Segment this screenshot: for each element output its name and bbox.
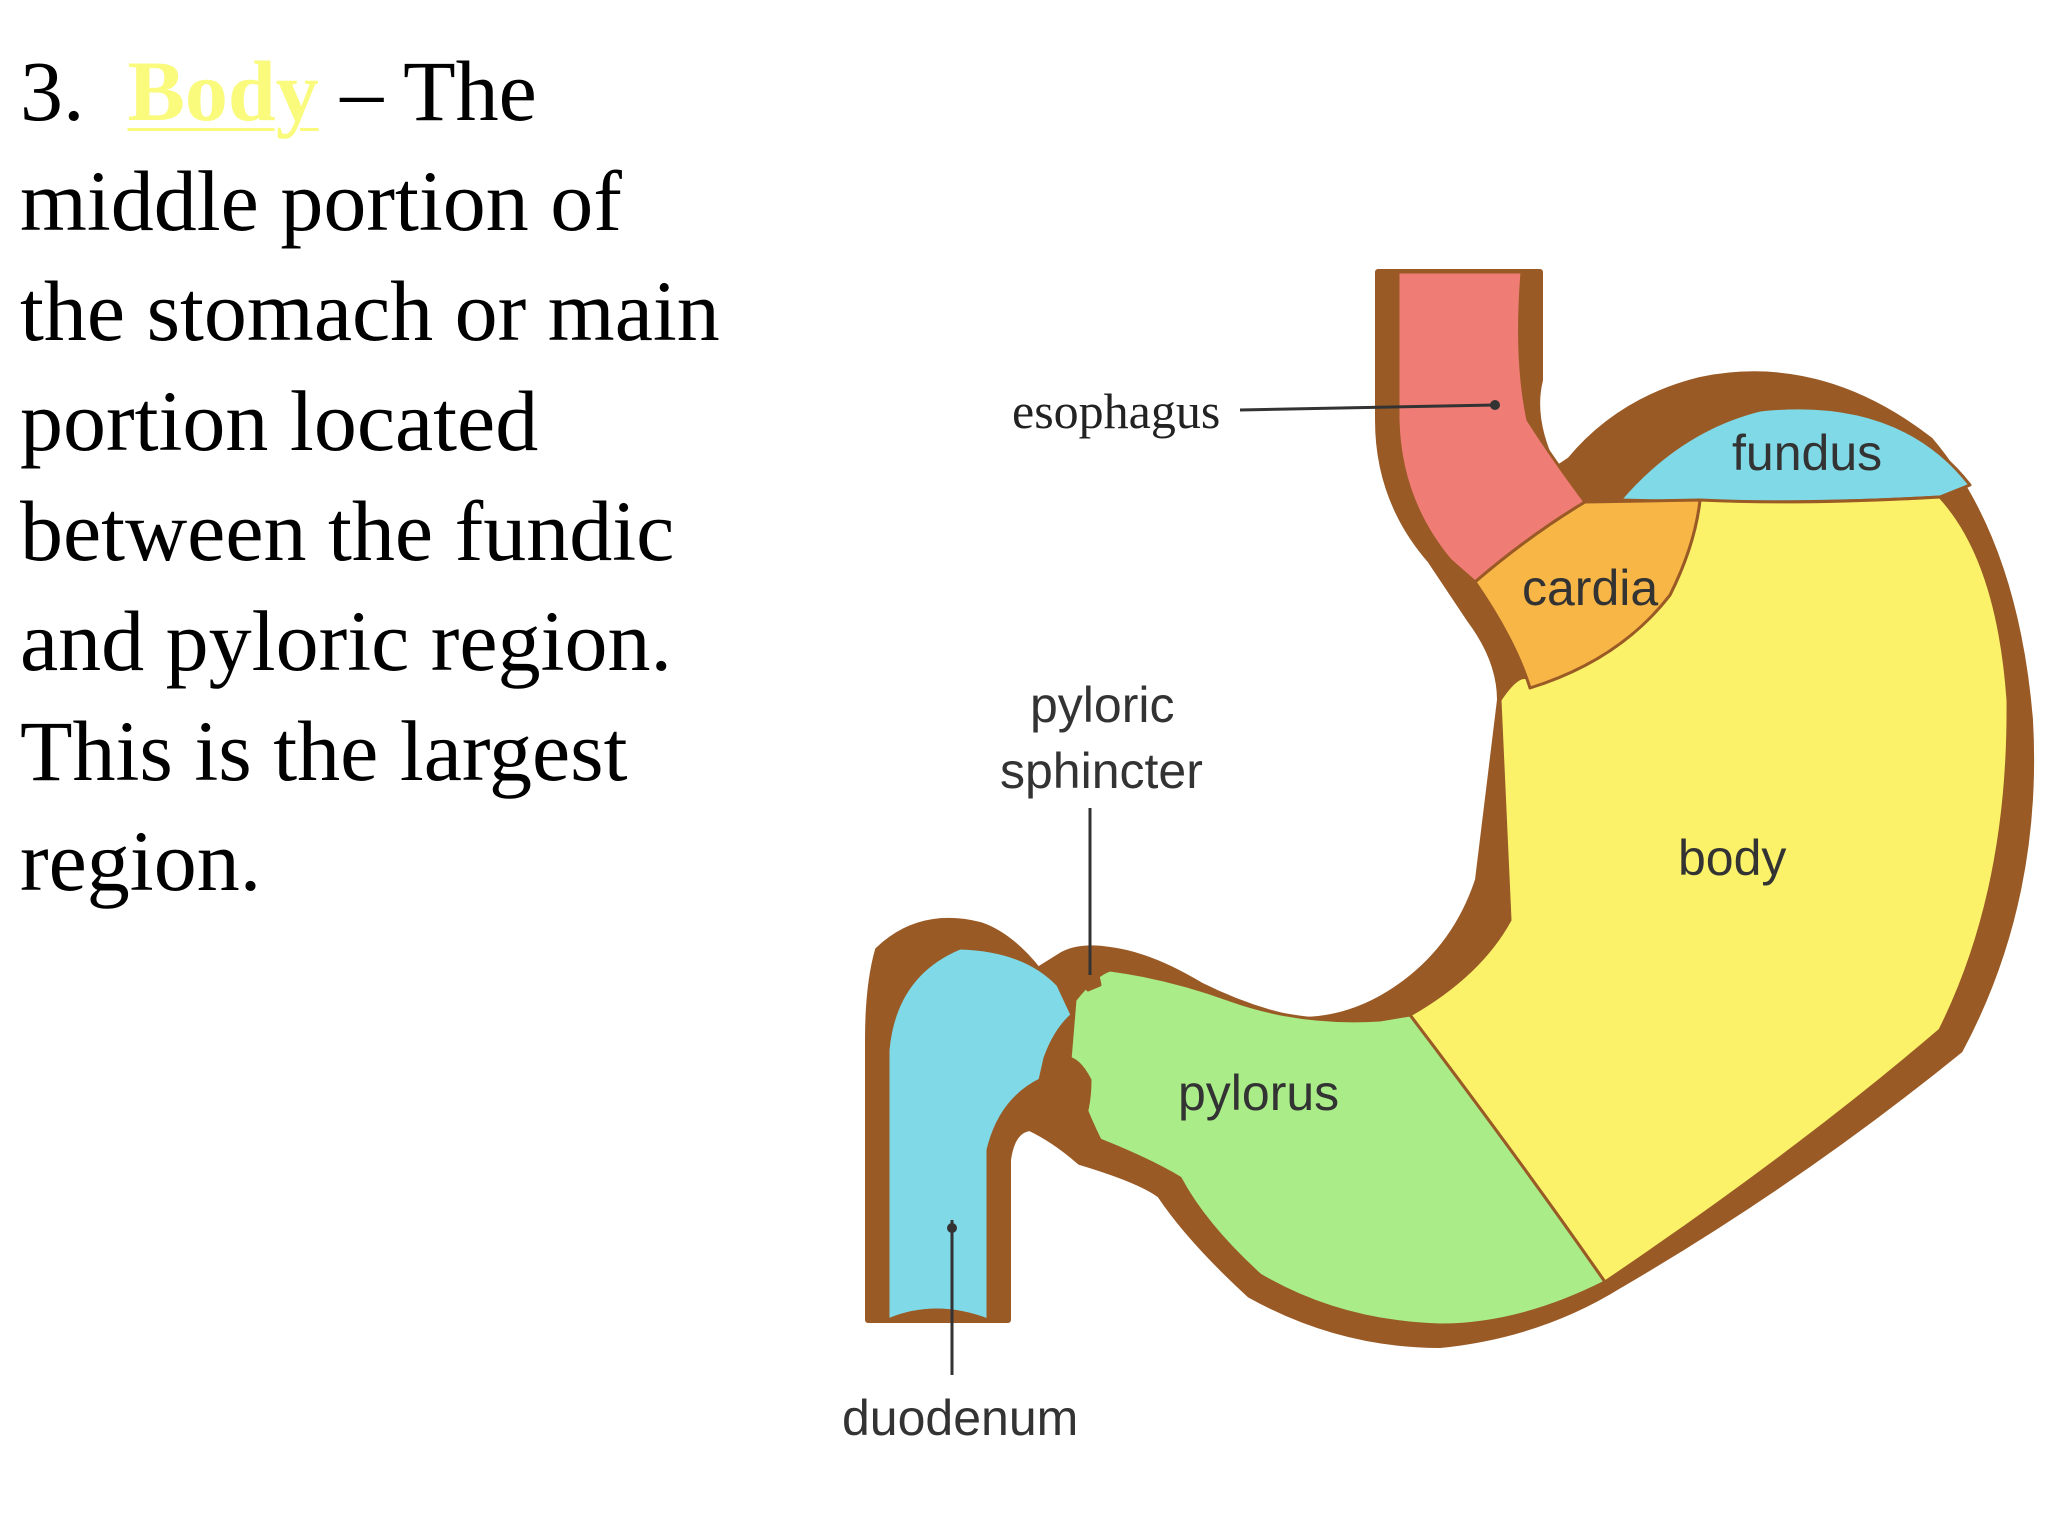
slide-description: 3. Body – The middle portion of the stom… bbox=[20, 36, 820, 916]
slide-first-line-rest: – The bbox=[340, 43, 537, 139]
esophagus-pointer-dot bbox=[1490, 400, 1500, 410]
pyloric-sphincter-wall bbox=[1064, 948, 1102, 992]
label-sphincter: sphincter bbox=[1000, 743, 1203, 799]
slide-line: the stomach or main bbox=[20, 263, 720, 359]
cardia-region bbox=[1473, 498, 1702, 690]
slide-line: portion located bbox=[20, 373, 539, 469]
duodenum-region bbox=[886, 946, 1074, 1322]
slide-line: region. bbox=[20, 813, 262, 909]
slide-line: middle portion of bbox=[20, 153, 622, 249]
duodenum-pointer-dot bbox=[947, 1223, 957, 1233]
pyloric-sphincter-wall-lower bbox=[1043, 1056, 1092, 1132]
slide-first-line: 3. Body – The bbox=[20, 36, 820, 146]
label-fundus: fundus bbox=[1732, 425, 1882, 481]
label-cardia: cardia bbox=[1522, 560, 1658, 616]
label-body: body bbox=[1678, 830, 1786, 886]
slide-number: 3. bbox=[20, 43, 85, 139]
highlighted-term-body: Body bbox=[127, 43, 319, 139]
pylorus-region bbox=[1068, 968, 1607, 1327]
slide-line: This is the largest bbox=[20, 703, 628, 799]
slide-line: and pyloric region. bbox=[20, 593, 672, 689]
slide-line: between the fundic bbox=[20, 483, 675, 579]
label-pyloric: pyloric bbox=[1030, 677, 1174, 733]
label-pylorus: pylorus bbox=[1178, 1065, 1339, 1121]
label-esophagus: esophagus bbox=[1012, 383, 1220, 439]
label-duodenum: duodenum bbox=[842, 1390, 1078, 1446]
esophagus-pointer bbox=[1239, 403, 1496, 412]
